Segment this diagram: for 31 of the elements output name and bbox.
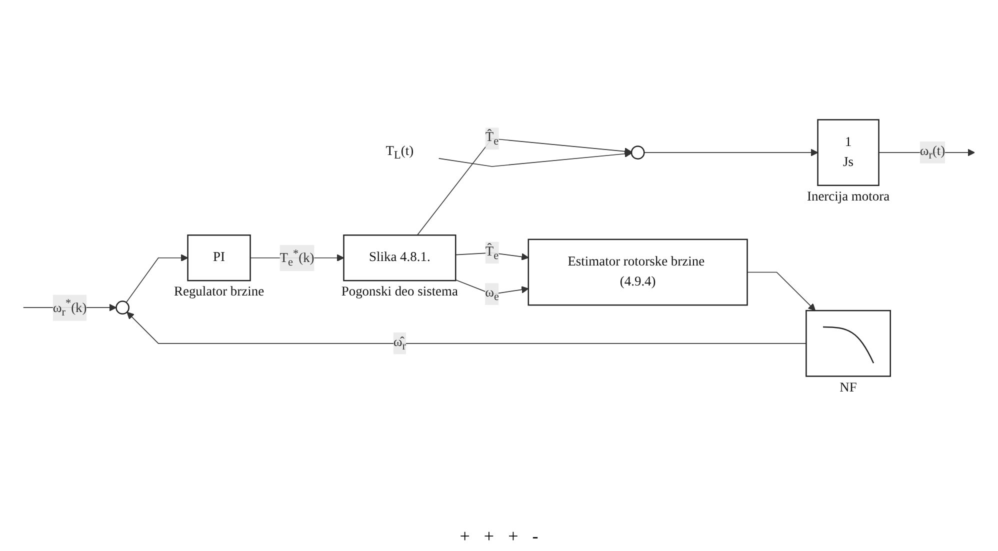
arrow [438,150,632,168]
arrow [746,272,816,312]
node-box: PI [187,234,251,282]
block-caption: Inercija motora [807,188,890,204]
sign-label: + [508,526,518,547]
sign-label: + [460,526,470,547]
node-box [806,310,891,378]
block-caption: Pogonski deo sistema [341,284,458,300]
arrow [416,138,632,236]
node-text: T$_{L}$(t) [386,144,414,162]
edge-label: T̂$_{e}$ [485,244,499,262]
node-box: Estimator rotorske brzine (4.9.4) [528,239,748,306]
edge-label: ω$_{e}$ [485,286,499,304]
block-caption: Regulator brzine [174,284,264,300]
arrow [126,254,188,304]
arrow [455,280,529,295]
edge-label: ω$_{r}$$^{*}$(k) [52,296,87,318]
edge-label: T$_{e}$$^{*}$(k) [280,247,314,269]
node-box: 1 Js [817,119,880,186]
sign-label: + [484,526,494,547]
block-caption: NF [840,380,857,395]
node-circle [116,301,130,315]
node-box: Slika 4.8.1. [343,234,456,282]
edge-label: T̂$_{e}$ [485,130,499,148]
arrow [455,252,529,261]
arrow [126,312,807,344]
edge-label: ω̂$_{r}$ [393,335,406,352]
arrow [644,149,818,157]
edge-label: ω$_{r}$(t) [920,144,946,162]
sign-label: - [532,526,538,547]
node-circle [630,146,645,160]
